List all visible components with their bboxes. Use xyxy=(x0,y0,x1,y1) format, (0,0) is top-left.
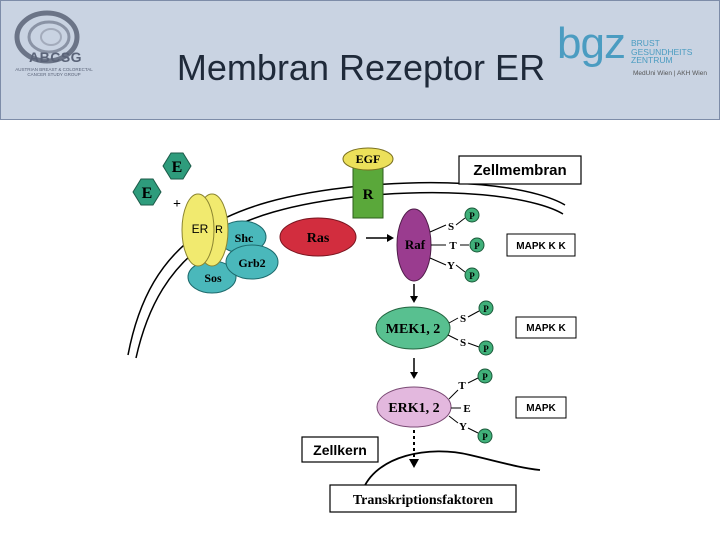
raf-site-y: Y xyxy=(447,260,455,272)
abcsg-subtitle: AUSTRIAN BREAST & COLORECTAL CANCER STUD… xyxy=(15,67,93,77)
mapk-box xyxy=(515,396,567,419)
abcsg-logo xyxy=(9,7,99,87)
phosphate-icon xyxy=(464,267,480,283)
mek-bond-2 xyxy=(447,334,459,341)
egf-ligand xyxy=(342,147,394,171)
erk-bond-t xyxy=(448,389,459,400)
estrogen-ligand-2 xyxy=(132,178,162,206)
mek-to-erk-arrowhead xyxy=(410,372,418,379)
bgz-line: ZENTRUM xyxy=(631,55,673,65)
mek-p-bond-1 xyxy=(467,310,480,318)
slide-header: ABCSG AUSTRIAN BREAST & COLORECTAL CANCE… xyxy=(0,0,720,120)
grb2-label: Grb2 xyxy=(238,256,265,270)
er-label: ER xyxy=(192,222,209,236)
abcsg-name: ABCSG xyxy=(29,49,83,65)
transcription-factors-box xyxy=(329,484,517,513)
phosphate-label: P xyxy=(483,344,489,354)
mapkkk-box xyxy=(506,233,576,257)
grb2-protein xyxy=(225,244,279,280)
mapkkk-label: MAPK K K xyxy=(516,241,566,252)
erk-site-y: Y xyxy=(459,421,467,433)
phosphate-icon xyxy=(477,428,493,444)
bgz-line: BRUST xyxy=(631,38,660,48)
erk-to-nucleus-arrowhead xyxy=(409,459,419,468)
ras-label: Ras xyxy=(307,231,330,246)
ras-protein xyxy=(279,217,357,257)
phosphate-label: P xyxy=(469,271,475,281)
erk-protein xyxy=(376,386,452,428)
phosphate-icon xyxy=(477,368,493,384)
plus-sign: + xyxy=(173,197,181,212)
membrane-label: Zellmembran xyxy=(473,162,566,179)
er-r-label: R xyxy=(215,224,223,236)
estrogen-label-2: E xyxy=(142,185,153,202)
raf-bond-y xyxy=(429,257,447,266)
estrogen-ligand-1 xyxy=(162,152,192,180)
er-receptor xyxy=(181,193,215,267)
bgz-logo: bgz xyxy=(557,19,626,68)
raf-to-mek-arrowhead xyxy=(410,296,418,303)
mek-p-bond-2 xyxy=(467,342,480,348)
nucleus-label-box xyxy=(301,436,379,463)
membrane-label-box xyxy=(458,155,582,185)
egf-receptor-label: R xyxy=(363,187,374,203)
bgz-lines: BRUST GESUNDHEITS ZENTRUM xyxy=(631,39,692,65)
ras-to-raf-arrowhead xyxy=(387,234,394,242)
egf-label: EGF xyxy=(356,152,381,166)
erk-p-bond-2 xyxy=(467,427,479,434)
estrogen-label-1: E xyxy=(172,159,183,176)
raf-p-bond-1 xyxy=(455,217,466,226)
bgz-subtitle: MedUni Wien | AKH Wien xyxy=(633,70,707,77)
raf-site-s: S xyxy=(448,221,454,233)
phosphate-label: P xyxy=(483,304,489,314)
erk-bond-y xyxy=(448,415,459,424)
nucleus-label: Zellkern xyxy=(313,442,367,458)
phosphate-icon xyxy=(478,300,494,316)
mek-site-1: S xyxy=(460,313,466,325)
raf-p-bond-3 xyxy=(455,264,466,273)
erk-label: ERK1, 2 xyxy=(388,401,439,416)
phosphate-label: P xyxy=(482,432,488,442)
raf-label: Raf xyxy=(405,237,426,252)
raf-bond-s xyxy=(429,224,447,233)
mek-site-2: S xyxy=(460,337,466,349)
erk-site-t: T xyxy=(458,380,466,392)
erk-p-bond-1 xyxy=(467,377,479,384)
cell-membrane-inner xyxy=(135,191,564,359)
mek-label: MEK1, 2 xyxy=(386,322,440,337)
abcsg-swirl-icon xyxy=(14,10,80,64)
mek-protein xyxy=(375,306,451,350)
cell-membrane-outer xyxy=(127,181,566,356)
mapkk-label: MAPK K xyxy=(526,323,566,334)
slide-title: Membran Rezeptor ER xyxy=(176,47,546,88)
phosphate-label: P xyxy=(469,211,475,221)
mapk-label: MAPK xyxy=(526,403,556,414)
shc-label: Shc xyxy=(235,231,254,245)
mek-bond-1 xyxy=(448,317,459,324)
nucleus-membrane xyxy=(361,450,541,493)
transcription-factors-label: Transkriptionsfaktoren xyxy=(353,493,493,508)
sos-label: Sos xyxy=(204,271,222,285)
erk-site-e: E xyxy=(463,403,470,415)
phosphate-icon xyxy=(478,340,494,356)
bgz-line: GESUNDHEITS xyxy=(631,46,693,57)
phosphate-label: P xyxy=(474,241,480,251)
phosphate-label: P xyxy=(482,372,488,382)
mapkk-box xyxy=(515,316,577,339)
phosphate-icon xyxy=(469,237,485,253)
phosphate-icon xyxy=(464,207,480,223)
raf-site-t: T xyxy=(449,240,457,252)
